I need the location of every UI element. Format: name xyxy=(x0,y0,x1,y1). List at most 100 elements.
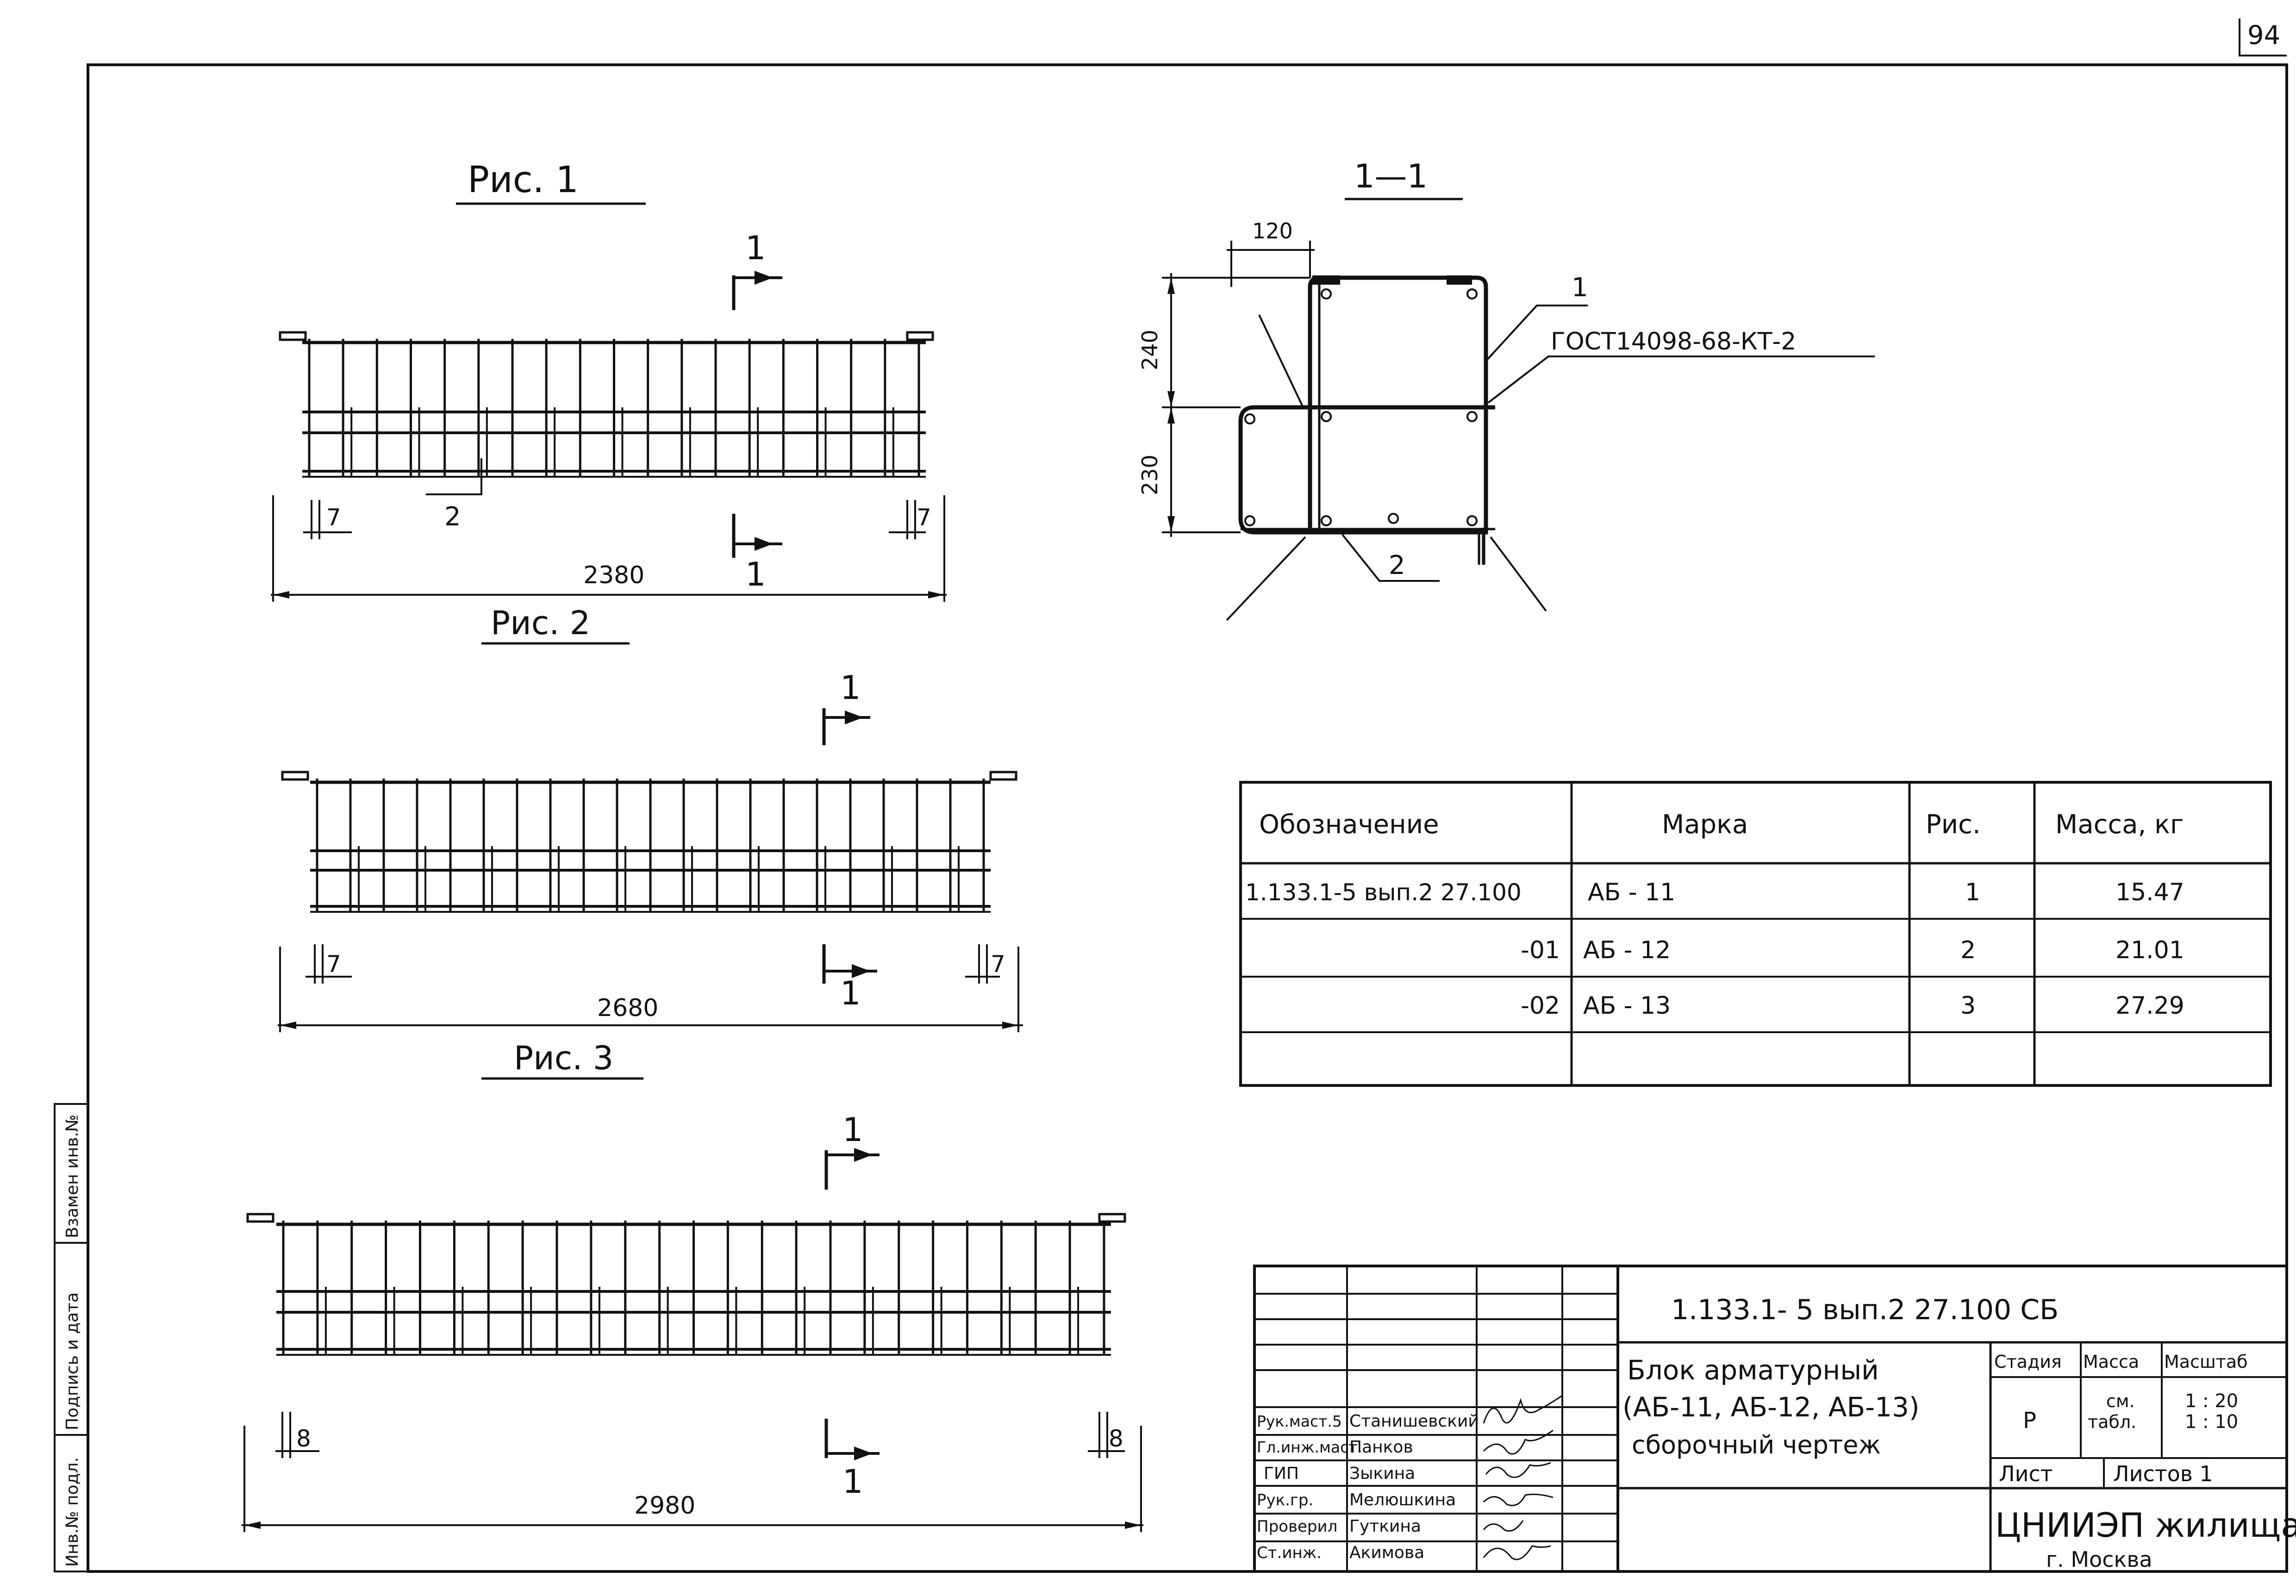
rebar-hook xyxy=(906,331,934,341)
spec-header-fig: Рис. xyxy=(1926,810,1981,840)
fig2-end-gap-right: 7 xyxy=(991,951,1005,978)
fig1-callout-2: 2 xyxy=(444,502,461,532)
signer-name-2: Панков xyxy=(1349,1438,1413,1457)
rebar-hook xyxy=(246,1213,275,1223)
tb-mass-value-2: табл. xyxy=(2088,1412,2136,1432)
tb-org-city: г. Москва xyxy=(2046,1547,2152,1572)
title-block: 1.133.1- 5 вып.2 27.100 СБ Блок арматурн… xyxy=(1253,1265,2296,1573)
fig3-length: 2980 xyxy=(634,1492,695,1520)
tb-mass-label: Масса xyxy=(2083,1352,2139,1372)
fig3-end-gap-right: 8 xyxy=(1109,1425,1123,1452)
tb-scale-value-2: 1 : 10 xyxy=(2185,1411,2238,1433)
signer-name-4: Мелюшкина xyxy=(1349,1490,1456,1509)
tb-sheets-label: Листов 1 xyxy=(2113,1461,2213,1486)
fig1-end-gap-right: 7 xyxy=(917,504,931,531)
fig2-rebar-cage xyxy=(281,771,1017,913)
signer-name-3: Зыкина xyxy=(1349,1464,1415,1483)
section-dim-bottom: 230 xyxy=(1137,455,1162,495)
rebar-hook xyxy=(989,771,1017,781)
fig1-section-mark-bottom: 1 xyxy=(732,514,782,593)
section-title: 1—1 xyxy=(1354,157,1428,195)
svg-text:1: 1 xyxy=(745,555,766,593)
page-number: 94 xyxy=(2247,20,2280,50)
section-dim-width: 120 xyxy=(1252,218,1293,243)
tb-scale-value-1: 1 : 20 xyxy=(2185,1390,2238,1412)
fig3-section-mark-top: 1 xyxy=(824,1111,880,1190)
svg-text:1: 1 xyxy=(840,974,861,1012)
tb-mass-value-1: см. xyxy=(2106,1391,2135,1411)
tb-doc-code: 1.133.1- 5 вып.2 27.100 СБ xyxy=(1671,1294,2059,1326)
svg-text:1: 1 xyxy=(842,1111,863,1149)
tb-stage-label: Стадия xyxy=(1994,1352,2062,1372)
fig2-length: 2680 xyxy=(597,994,658,1022)
fig2-section-mark-top: 1 xyxy=(822,669,870,745)
spec-header-mass: Масса, кг xyxy=(2055,810,2184,840)
spec-header-mark: Марка xyxy=(1662,810,1748,840)
stamp-podpis: Подпись и дата xyxy=(63,1292,82,1430)
fig2-section-mark-bottom: 1 xyxy=(822,944,877,1012)
spec-row1-designation: 1.133.1-5 вып.2 27.100 xyxy=(1245,879,1522,906)
tb-name-line3: сборочный чертеж xyxy=(1632,1430,1881,1459)
section-callout-1: 1 xyxy=(1572,273,1588,303)
fig3-rebar-cage xyxy=(246,1213,1126,1356)
figure-1: Рис. 1 1 1 2 2380 7 xyxy=(271,159,947,602)
tb-name-line2: (АБ-11, АБ-12, АБ-13) xyxy=(1622,1391,1920,1423)
spec-row1-mass: 15.47 xyxy=(2115,879,2184,906)
svg-text:1: 1 xyxy=(745,229,766,267)
stamp-vzamen: Взамен инв.№ xyxy=(63,1115,82,1238)
section-rebar-dots xyxy=(1244,288,1478,526)
figure-2: Рис. 2 1 1 2680 7 7 xyxy=(278,604,1023,1032)
rebar-hook xyxy=(1098,1213,1126,1223)
signer-role-5: Проверил xyxy=(1257,1517,1337,1536)
signer-name-1: Станишевский xyxy=(1349,1412,1479,1431)
signer-name-5: Гуткина xyxy=(1349,1517,1421,1536)
fig2-title: Рис. 2 xyxy=(491,604,590,642)
svg-text:1: 1 xyxy=(840,669,861,707)
spec-row3-mass: 27.29 xyxy=(2115,992,2184,1020)
spec-row3-designation: -02 xyxy=(1521,992,1560,1020)
svg-text:1: 1 xyxy=(842,1463,863,1501)
fig3-title: Рис. 3 xyxy=(514,1039,613,1077)
tb-name-line1: Блок арматурный xyxy=(1627,1354,1879,1386)
fig1-rebar-cage xyxy=(279,331,934,478)
spec-row2-designation: -01 xyxy=(1521,936,1560,964)
tb-signers: Рук.маст.5 Станишевский Гл.инж.маст. Пан… xyxy=(1257,1412,1479,1562)
section-1-1: 1—1 120 xyxy=(1137,157,1875,621)
fig2-end-gap-left: 7 xyxy=(326,951,341,978)
figure-3: Рис. 3 1 1 2980 8 8 xyxy=(242,1039,1143,1532)
signer-role-6: Ст.инж. xyxy=(1257,1544,1322,1562)
section-weld-note: ГОСТ14098-68-КТ-2 xyxy=(1551,328,1796,355)
signer-role-2: Гл.инж.маст. xyxy=(1257,1438,1362,1456)
sheet-frame xyxy=(87,63,2288,1573)
spec-header-designation: Обозначение xyxy=(1259,810,1439,840)
stamp-inv-podl: Инв.№ подл. xyxy=(63,1457,82,1567)
spec-row1-mark: АБ - 11 xyxy=(1588,879,1675,906)
spec-row2-mass: 21.01 xyxy=(2115,936,2184,964)
spec-row1-fig: 1 xyxy=(1965,879,1980,906)
tb-org-name: ЦНИИЭП жилища xyxy=(1995,1506,2296,1545)
fig1-end-gap-left: 7 xyxy=(326,504,341,531)
rebar-hook xyxy=(281,771,309,781)
tb-scale-label: Масштаб xyxy=(2164,1352,2248,1372)
fig1-section-mark-top: 1 xyxy=(732,229,782,310)
tb-sheet-label: Лист xyxy=(1999,1461,2053,1486)
section-callout-2: 2 xyxy=(1389,550,1405,580)
tb-stage-value: Р xyxy=(2023,1408,2036,1434)
signature-scribbles xyxy=(1483,1395,1563,1560)
fig3-section-mark-bottom: 1 xyxy=(824,1419,880,1501)
rebar-hook xyxy=(279,331,307,341)
fig1-title: Рис. 1 xyxy=(468,159,579,201)
page-number-box xyxy=(2239,19,2287,56)
spec-table: Обозначение Марка Рис. Масса, кг 1.133.1… xyxy=(1239,781,2272,1087)
side-stamp: Инв.№ подл. Подпись и дата Взамен инв.№ xyxy=(54,1103,89,1572)
fig3-end-gap-left: 8 xyxy=(296,1425,311,1452)
spec-row2-fig: 2 xyxy=(1960,936,1976,964)
signer-name-6: Акимова xyxy=(1349,1543,1424,1562)
spec-row3-fig: 3 xyxy=(1960,992,1976,1020)
section-dim-top: 240 xyxy=(1137,330,1162,370)
signer-role-4: Рук.гр. xyxy=(1257,1491,1313,1509)
spec-row3-mark: АБ - 13 xyxy=(1583,992,1671,1020)
spec-row2-mark: АБ - 12 xyxy=(1583,936,1671,964)
signer-role-3: ГИП xyxy=(1264,1464,1299,1483)
